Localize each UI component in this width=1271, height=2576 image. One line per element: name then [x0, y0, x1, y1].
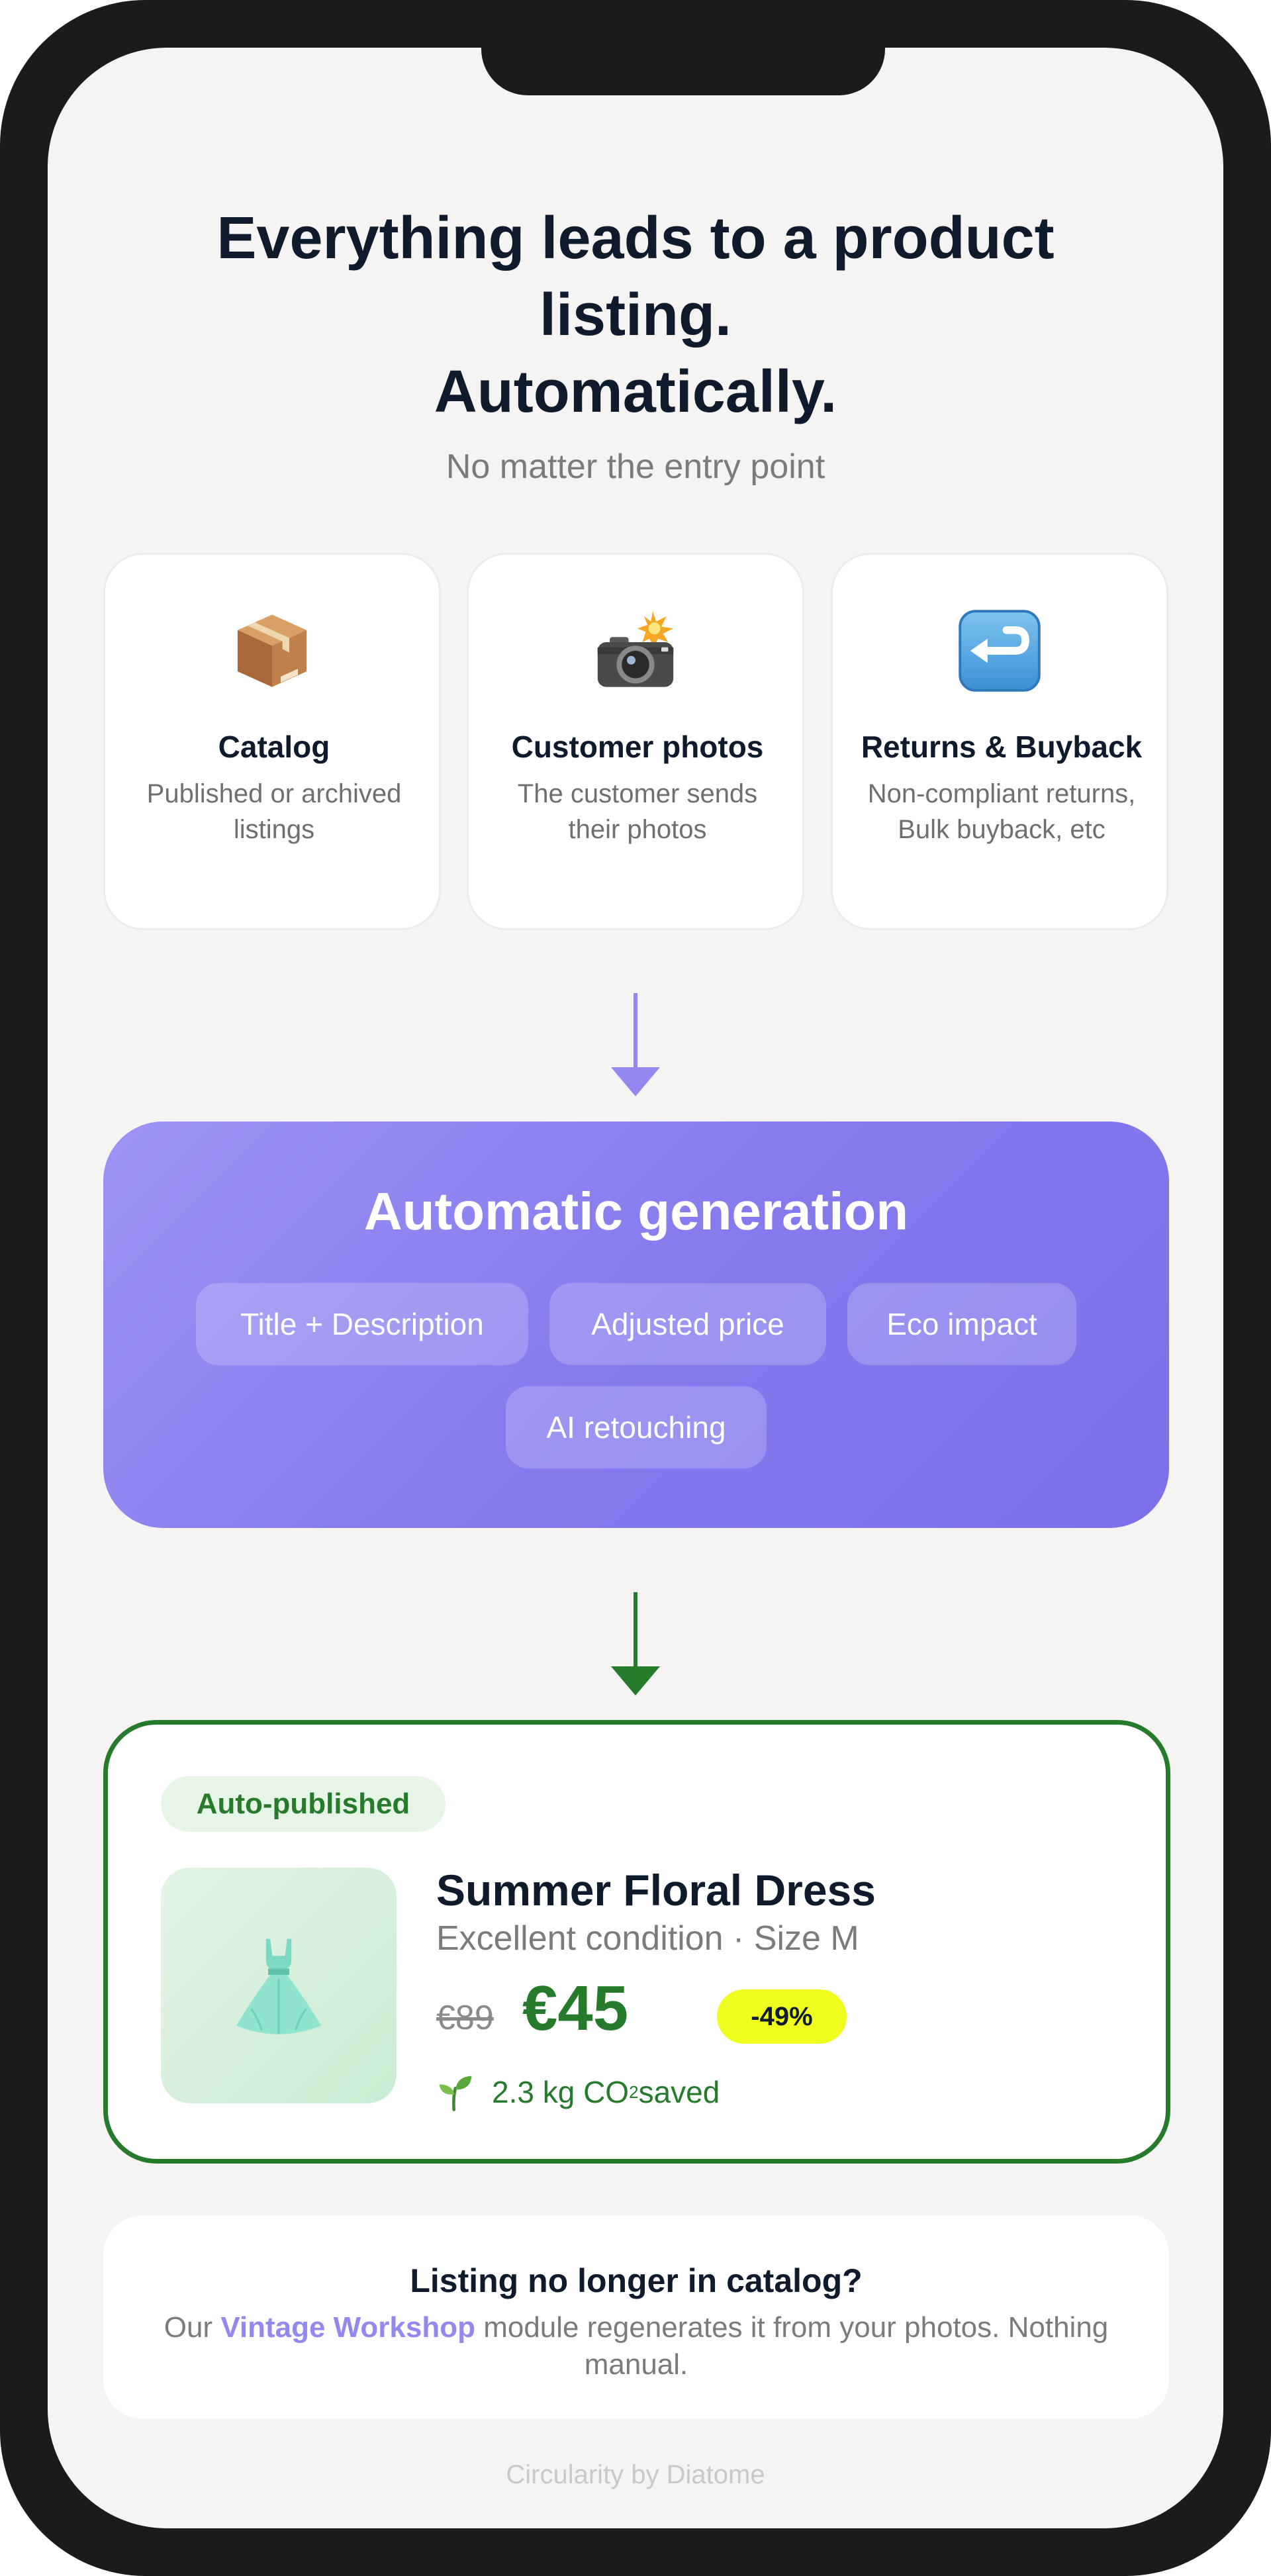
headline-line-1: Everything leads to a product — [216, 205, 1055, 271]
footer-credit: Circularity by Diatome — [506, 2460, 765, 2489]
source-card-returns-buyback: Returns & Buyback Non-compliant returns,… — [831, 553, 1168, 930]
eco-text-subscript: 2 — [629, 2081, 639, 2102]
source-card-customer-photos: Customer photos The customer sends their… — [467, 553, 804, 930]
source-card-description: Non-compliant returns, Bulk buyback, etc — [867, 779, 1136, 844]
product-listing-card[interactable]: Auto-published Summer Floral Dress Excel… — [103, 1720, 1170, 2164]
old-price: €89 — [436, 1999, 494, 2037]
discount-badge: -49% — [717, 1989, 847, 2044]
headline-line-3: Automatically. — [434, 359, 837, 425]
headline-line-2: listing. — [540, 282, 731, 348]
vintage-workshop-link[interactable]: Vintage Workshop — [220, 2311, 475, 2344]
info-title: Listing no longer in catalog? — [410, 2262, 863, 2299]
info-text: Our Vintage Workshop module regenerates … — [156, 2309, 1116, 2383]
source-card-title: Customer photos — [511, 730, 764, 764]
status-badge: Auto-published — [161, 1776, 446, 1832]
source-card-description: The customer sends their photos — [517, 779, 758, 844]
feature-pill: Adjusted price — [549, 1283, 826, 1365]
automatic-generation-panel: Automatic generation Title + Description… — [103, 1121, 1169, 1528]
info-text-after: module regenerates it from your photos. … — [475, 2311, 1109, 2381]
product-title: Summer Floral Dress — [436, 1866, 876, 1915]
info-text-before: Our — [164, 2311, 221, 2344]
eco-text-prefix: 2.3 kg CO — [492, 2075, 630, 2109]
sprout-icon — [439, 2075, 472, 2111]
page-subtitle: No matter the entry point — [446, 448, 825, 486]
camera-flash-icon — [597, 611, 674, 687]
dress-icon — [236, 1938, 321, 2034]
feature-pill: Title + Description — [196, 1283, 528, 1365]
generation-title: Automatic generation — [363, 1182, 909, 1241]
phone-notch — [481, 48, 885, 95]
feature-pill: Eco impact — [847, 1283, 1076, 1365]
info-card: Listing no longer in catalog? Our Vintag… — [103, 2215, 1169, 2419]
source-card-title: Returns & Buyback — [861, 730, 1143, 764]
return-arrow-icon — [959, 610, 1041, 692]
new-price: €45 — [522, 1973, 629, 2044]
eco-text-suffix: saved — [638, 2075, 720, 2109]
package-icon — [238, 614, 306, 687]
product-meta: Excellent condition · Size M — [436, 1919, 859, 1958]
source-card-catalog: Catalog Published or archived listings — [103, 553, 441, 930]
page-headline: Everything leads to a product listing. A… — [147, 200, 1124, 430]
product-image — [161, 1868, 397, 2103]
feature-pill: AI retouching — [506, 1386, 767, 1468]
source-card-description: Published or archived listings — [146, 779, 402, 844]
phone-screen: Everything leads to a product listing. A… — [48, 48, 1223, 2528]
source-card-title: Catalog — [218, 730, 330, 764]
